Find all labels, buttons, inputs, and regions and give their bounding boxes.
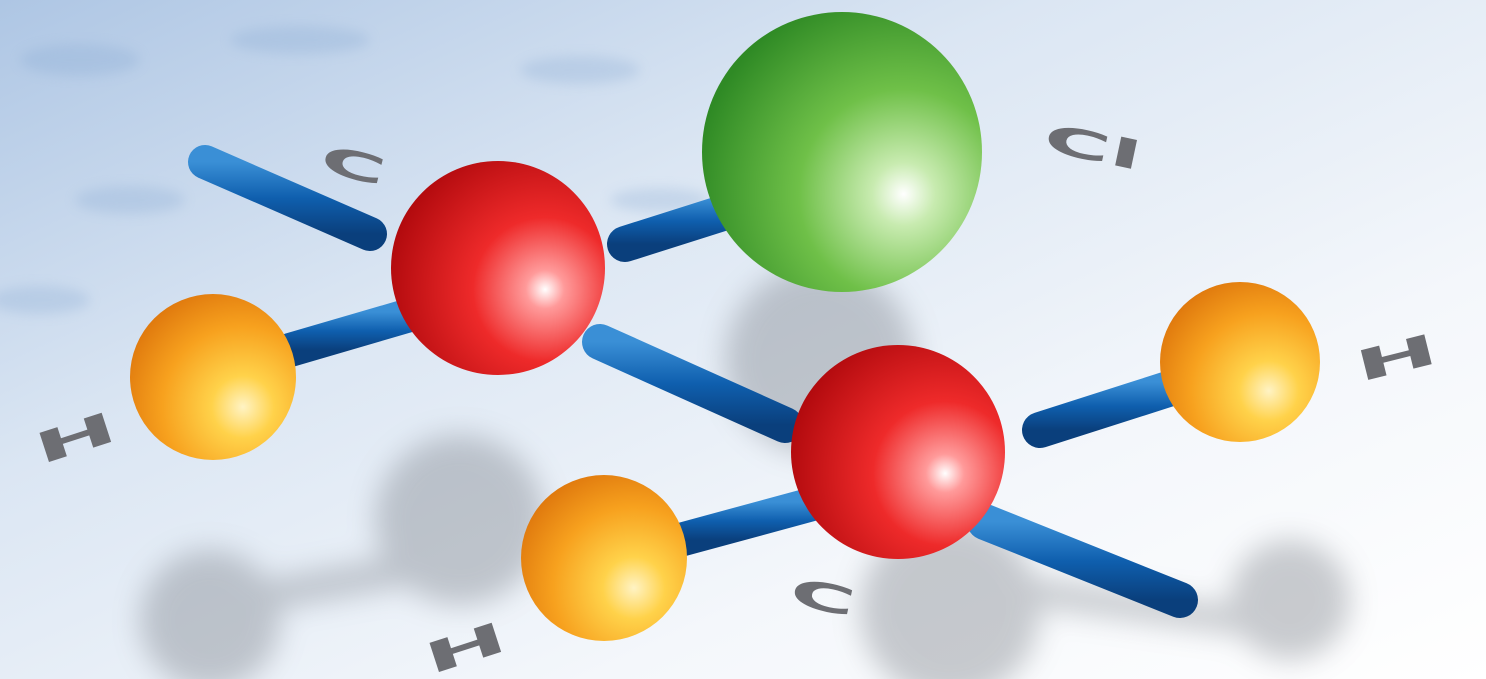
atom-carbon-1 [391,161,605,375]
bond-c2-stub [967,504,1198,618]
bonds [188,145,1208,618]
background-pattern [0,26,710,314]
atom-hydrogen-bottom [521,475,687,641]
atom-hydrogen-right [1160,282,1320,442]
bond-c1-c2 [582,324,803,443]
bond-c1-stub [188,145,387,251]
bond-c1-h1 [273,295,437,367]
bond-c2-h3 [663,485,837,557]
molecule-shadow [140,265,1350,679]
atom-carbon-2 [791,345,1005,559]
bond-c2-h2 [1022,364,1208,448]
atom-hydrogen-left [130,294,296,460]
atom-chlorine [702,12,982,292]
atoms [130,12,1320,641]
